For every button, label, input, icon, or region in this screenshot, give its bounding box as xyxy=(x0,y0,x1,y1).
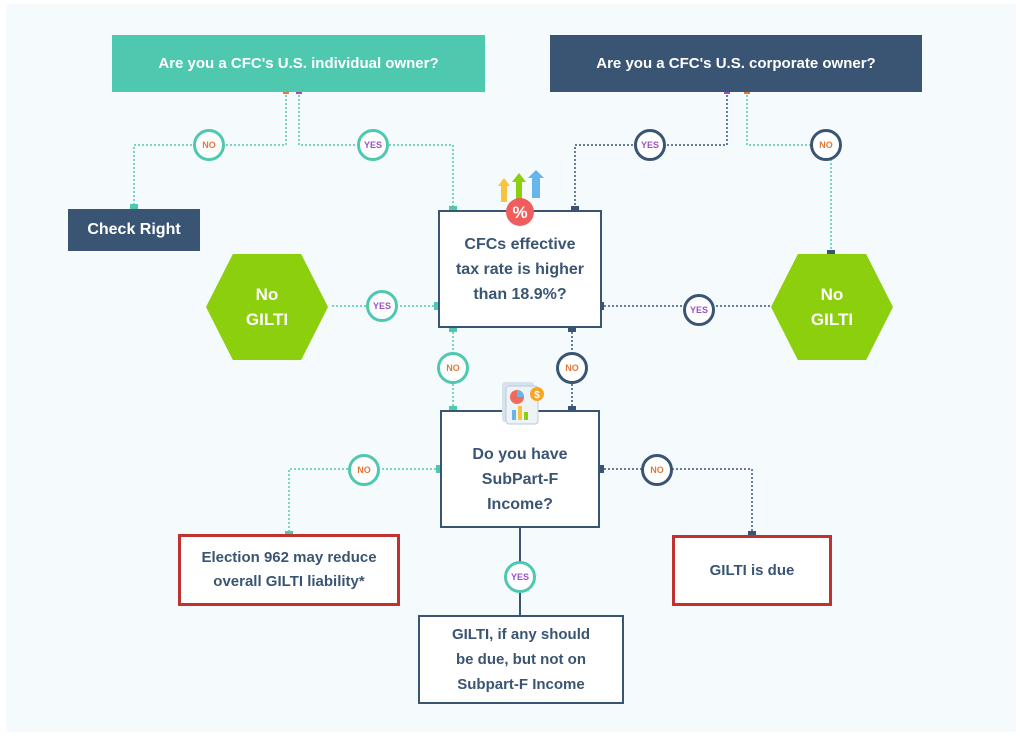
subpart-line-1: Do you have xyxy=(472,445,568,463)
no-gilti-left-line-2: GILTI xyxy=(245,310,289,329)
check-right-text: Check Right xyxy=(87,221,181,238)
badge-text: NO xyxy=(357,465,371,475)
diagram-background xyxy=(6,4,1016,732)
subpart-line-2: SubPart-F xyxy=(481,470,559,488)
gilti-any-line-1: GILTI, if any should xyxy=(451,626,591,643)
gilti-due-text: GILTI is due xyxy=(709,561,795,579)
no-gilti-left-line-1: No xyxy=(255,285,279,304)
individual-owner-question-text: Are you a CFC's U.S. individual owner? xyxy=(158,55,439,72)
no-gilti-right-hexagon: No GILTI xyxy=(771,254,893,360)
corporate-owner-question-text: Are you a CFC's U.S. corporate owner? xyxy=(596,55,876,72)
subpart-line-3: Income? xyxy=(487,495,553,513)
badge-text: NO xyxy=(565,363,579,373)
gilti-any-line-2: be due, but not on xyxy=(456,651,586,668)
badge-rate-no-left: NO xyxy=(437,352,469,384)
gilti-any-line-3: Subpart-F Income xyxy=(457,676,585,693)
election-line-1: Election 962 may reduce xyxy=(201,549,377,566)
corporate-owner-question: Are you a CFC's U.S. corporate owner? xyxy=(550,35,922,92)
gilti-due-box: GILTI is due xyxy=(672,535,832,606)
effective-rate-line-3: than 18.9%? xyxy=(473,285,567,303)
badge-subpart-no-left: NO xyxy=(348,454,380,486)
badge-corporate-yes: YES xyxy=(634,129,666,161)
effective-rate-line-2: tax rate is higher xyxy=(455,260,585,278)
badge-text: NO xyxy=(202,140,216,150)
badge-corporate-no: NO xyxy=(810,129,842,161)
gilti-if-any-box: GILTI, if any should be due, but not on … xyxy=(418,615,624,704)
badge-rate-yes-right: YES xyxy=(683,294,715,326)
check-right-box: Check Right xyxy=(68,209,200,251)
election-962-box: Election 962 may reduce overall GILTI li… xyxy=(178,534,400,606)
badge-text: YES xyxy=(372,301,391,311)
no-gilti-right-line-2: GILTI xyxy=(810,310,854,329)
no-gilti-left-hexagon: No GILTI xyxy=(206,254,328,360)
election-line-2: overall GILTI liability* xyxy=(213,573,365,590)
effective-rate-line-1: CFCs effective xyxy=(464,235,576,253)
badge-rate-yes-left: YES xyxy=(366,290,398,322)
no-gilti-right-line-1: No xyxy=(820,285,844,304)
subpart-f-box: Do you have SubPart-F Income? xyxy=(440,410,600,528)
badge-subpart-no-right: NO xyxy=(641,454,673,486)
badge-text: NO xyxy=(446,363,460,373)
badge-text: YES xyxy=(689,305,708,315)
effective-rate-box: CFCs effective tax rate is higher than 1… xyxy=(438,210,602,328)
svg-text:$: $ xyxy=(534,390,540,401)
badge-text: YES xyxy=(510,572,529,582)
badge-text: YES xyxy=(640,140,659,150)
badge-text: YES xyxy=(363,140,382,150)
svg-text:%: % xyxy=(512,203,527,222)
badge-text: NO xyxy=(650,465,664,475)
badge-rate-no-right: NO xyxy=(556,352,588,384)
report-chart-icon: $ xyxy=(502,382,544,425)
individual-owner-question: Are you a CFC's U.S. individual owner? xyxy=(112,35,485,92)
badge-individual-no: NO xyxy=(193,129,225,161)
badge-individual-yes: YES xyxy=(357,129,389,161)
percent-arrows-icon: % xyxy=(498,170,544,226)
badge-text: NO xyxy=(819,140,833,150)
badge-subpart-yes: YES xyxy=(504,561,536,593)
